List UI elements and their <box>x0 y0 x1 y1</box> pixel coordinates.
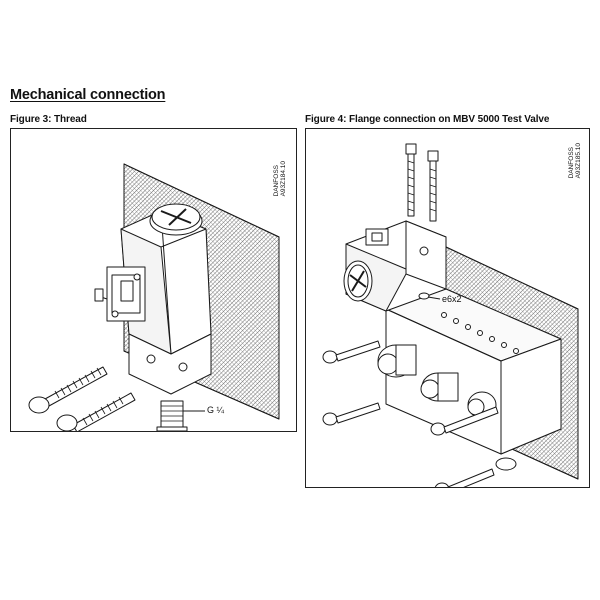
manifold-screw-1 <box>322 340 381 364</box>
pressure-fitting <box>156 400 205 431</box>
mounting-screw-lower <box>56 392 136 431</box>
valve-manifold <box>385 288 562 471</box>
o-ring <box>418 292 430 300</box>
manifold-screw-2 <box>322 402 381 426</box>
figure4-code-line1: DANFOSS <box>568 147 575 179</box>
figure4-caption: Figure 4: Flange connection on MBV 5000 … <box>305 114 550 125</box>
flange-screw-right <box>427 150 439 222</box>
mounting-screw-upper <box>28 366 108 414</box>
thread-size-label: G ¼ <box>207 405 225 415</box>
figure4-drawing-code: DANFOSS A93Z185.10 <box>568 143 582 178</box>
figure3-drawing-code: DANFOSS A93Z184.10 <box>273 161 287 196</box>
transmitter-on-flange <box>343 220 447 312</box>
figure4-code-line2: A93Z185.10 <box>575 143 582 179</box>
section-heading: Mechanical connection <box>10 87 166 103</box>
test-valve-1 <box>377 344 417 378</box>
test-valve-2 <box>420 372 459 402</box>
figure3-panel: DANFOSS A93Z184.10 G ¼ <box>10 128 297 432</box>
manifold-screw-3 <box>430 406 499 436</box>
figure3-code-line1: DANFOSS <box>273 165 280 197</box>
figure3-caption: Figure 3: Thread <box>10 114 87 125</box>
transmitter-body <box>94 203 212 395</box>
manifold-screw-4 <box>434 468 495 487</box>
figure3-code-line2: A93Z184.10 <box>280 161 287 197</box>
figure4-drawing <box>322 143 579 487</box>
figure3-drawing <box>28 163 280 431</box>
oring-label: e6x2 <box>442 294 462 304</box>
flange-screw-left <box>405 143 417 217</box>
figure4-panel: DANFOSS A93Z185.10 e6x2 <box>305 128 590 488</box>
